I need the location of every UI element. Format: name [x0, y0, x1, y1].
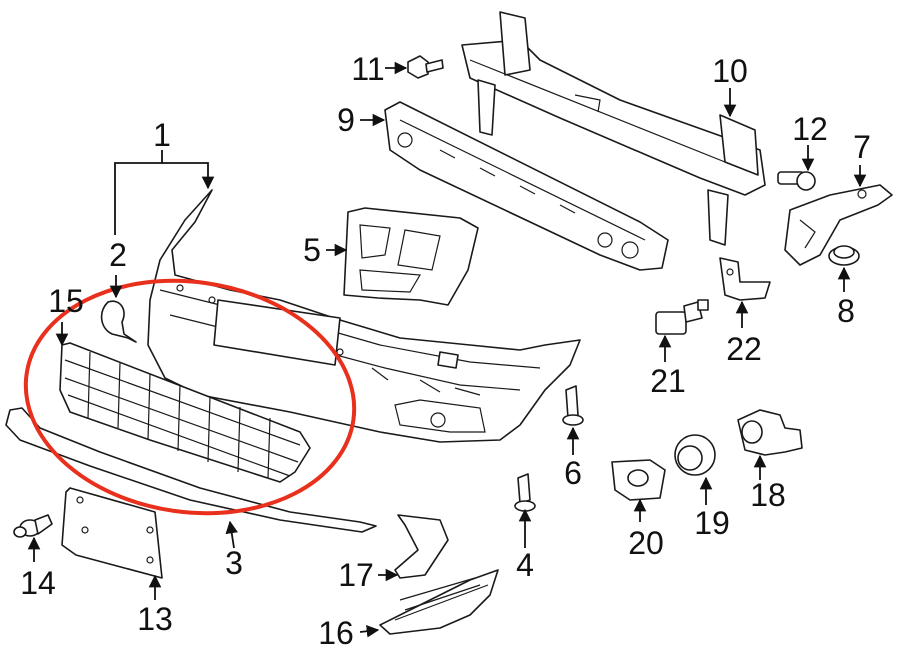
- park-assist-sensor: [737, 409, 803, 456]
- callout-2: 2: [109, 237, 127, 273]
- sensor-bracket: [719, 257, 771, 301]
- callout-labels: 1 2 3 4 5 6 7 8 9 10 11 12 13 14 15 16 1…: [20, 51, 871, 651]
- callout-6: 6: [564, 455, 582, 491]
- callout-22: 22: [726, 331, 762, 367]
- bolt-4: [514, 473, 536, 512]
- bolt-6: [562, 385, 584, 426]
- fog-lamp-bracket: [394, 514, 449, 579]
- callout-14: 14: [20, 565, 56, 601]
- reinforcement-beam: [461, 11, 766, 246]
- nut-8: [828, 245, 860, 266]
- highlight-ellipse: [23, 278, 357, 516]
- lower-trim-strip: [5, 407, 377, 533]
- callout-1: 1: [153, 117, 171, 153]
- callout-5: 5: [303, 232, 321, 268]
- bolt-11: [407, 55, 444, 79]
- fog-lamp-grille: [379, 569, 499, 635]
- callout-17: 17: [338, 557, 374, 593]
- callout-21: 21: [650, 363, 686, 399]
- callout-12: 12: [792, 111, 828, 147]
- bumper-cover: [147, 189, 581, 443]
- temperature-sensor: [655, 299, 709, 335]
- tow-hook-cap: [100, 300, 137, 343]
- push-pin: [13, 514, 53, 538]
- side-bracket: [784, 184, 893, 266]
- callout-4: 4: [516, 547, 534, 583]
- bolt-12: [777, 171, 816, 191]
- callout-16: 16: [318, 615, 354, 651]
- callout-11: 11: [351, 51, 384, 87]
- callout-18: 18: [750, 477, 786, 513]
- callout-13: 13: [137, 601, 173, 637]
- callout-3: 3: [225, 545, 243, 581]
- callout-9: 9: [337, 102, 355, 138]
- callout-8: 8: [837, 293, 855, 329]
- sensor-holder: [611, 459, 666, 501]
- mount-bracket: [343, 207, 479, 306]
- callout-10: 10: [712, 53, 748, 89]
- lower-grille: [59, 342, 311, 483]
- callout-15: 15: [48, 283, 84, 319]
- callout-7: 7: [853, 129, 871, 165]
- callout-20: 20: [628, 525, 664, 561]
- callout-19: 19: [694, 505, 730, 541]
- energy-absorber: [384, 101, 669, 271]
- leader-lines: [27, 61, 867, 638]
- sensor-grommet: [674, 434, 716, 476]
- license-plate-bracket: [61, 487, 163, 579]
